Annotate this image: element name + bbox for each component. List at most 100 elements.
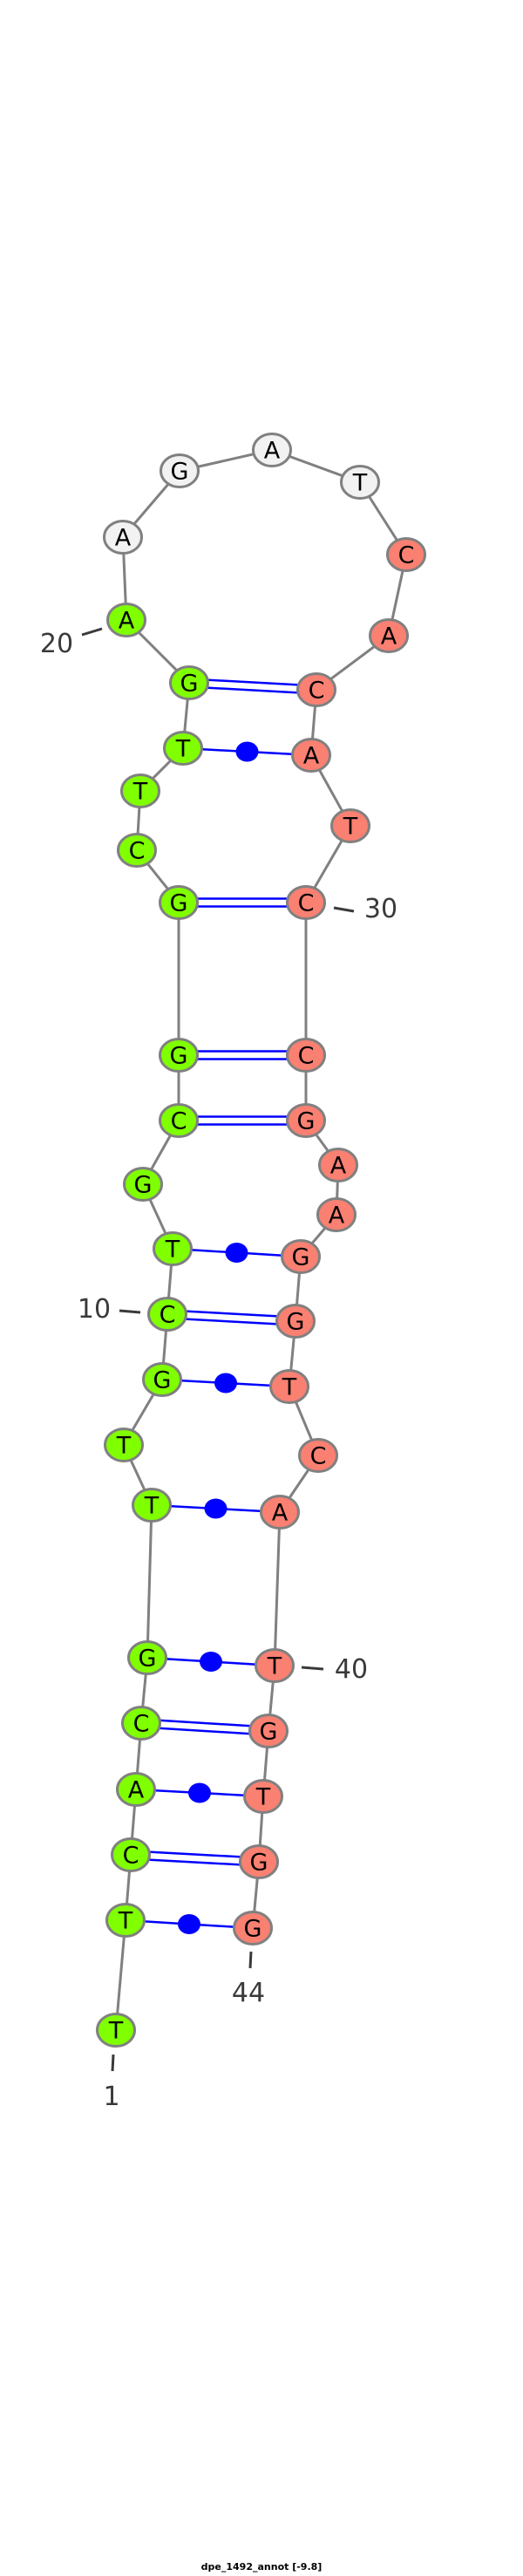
nucleotide-letter: G	[170, 890, 188, 917]
nucleotide-circle	[159, 1038, 199, 1073]
nucleotide-letter: G	[170, 1043, 188, 1070]
nucleotide-letter: T	[255, 1784, 271, 1811]
nucleotide-circle	[239, 1844, 279, 1879]
nucleotide-16: C	[117, 833, 157, 868]
position-tick	[248, 1951, 253, 1969]
nucleotide-circle	[255, 1648, 295, 1683]
nucleotide-letter: G	[134, 1172, 153, 1199]
position-label-30: 30	[364, 894, 397, 924]
backbone-segment	[273, 1511, 282, 1666]
nucleotide-circle	[96, 2013, 136, 2048]
nucleotide-letter: A	[115, 525, 132, 552]
nucleotide-29: T	[330, 808, 370, 843]
nucleotide-letter: G	[244, 1916, 262, 1943]
nucleotide-1: T	[96, 2013, 136, 2048]
nucleotide-letter: G	[292, 1244, 310, 1271]
nucleotide-33: A	[318, 1148, 358, 1182]
nucleotide-32: G	[286, 1103, 326, 1138]
nucleotide-letter: T	[267, 1653, 282, 1680]
nucleotide-18: T	[163, 731, 203, 766]
nucleotide-21: A	[103, 520, 143, 555]
nucleotide-circle	[132, 1488, 172, 1523]
nucleotide-circle	[386, 537, 426, 572]
nucleotide-30: C	[286, 885, 326, 920]
nucleotide-2: T	[105, 1903, 146, 1938]
nucleotide-15: G	[159, 885, 199, 920]
position-label-1: 1	[103, 2082, 119, 2112]
nucleotide-circle	[286, 885, 326, 920]
nucleotide-letter: G	[287, 1309, 305, 1336]
nucleotide-letter: C	[398, 542, 415, 569]
nucleotide-letter: G	[260, 1719, 278, 1746]
nucleotide-circle	[340, 465, 380, 500]
position-label-20: 20	[40, 629, 73, 659]
nucleotide-circle	[286, 1103, 326, 1138]
nucleotide-circle	[121, 1706, 161, 1741]
nucleotide-7: T	[132, 1488, 172, 1523]
nucleotide-letter: A	[272, 1500, 289, 1527]
nucleotide-9: G	[142, 1362, 182, 1397]
nucleotide-letter: A	[264, 438, 281, 465]
nucleotide-letter: A	[330, 1153, 347, 1180]
base-pair-bond	[141, 1718, 269, 1728]
nucleotide-letter: G	[297, 1108, 316, 1135]
nucleotide-44: G	[233, 1911, 273, 1946]
nucleotide-24: T	[340, 465, 380, 500]
nucleotide-circle	[104, 1428, 144, 1462]
base-pair-bond	[167, 1309, 296, 1319]
base-pair-bond	[140, 1726, 268, 1736]
nucleotide-39: A	[260, 1495, 300, 1530]
nucleotide-letter: G	[250, 1850, 268, 1877]
nucleotide-26: A	[369, 618, 409, 653]
nucleotide-38: C	[298, 1438, 338, 1473]
nucleotide-letter: G	[139, 1646, 157, 1673]
nucleotide-circle	[316, 1197, 357, 1232]
nucleotide-circle	[169, 665, 209, 700]
nucleotide-circle	[117, 833, 157, 868]
nucleotide-letter: C	[171, 1108, 187, 1135]
nucleotide-circle	[127, 1640, 167, 1675]
nucleotide-19: G	[169, 665, 209, 700]
nucleotide-circle	[160, 453, 200, 488]
nucleotide-circle	[281, 1239, 321, 1274]
nucleotide-circle	[243, 1779, 283, 1814]
base-pair-bond	[166, 1317, 295, 1326]
nucleotide-letter: C	[298, 1043, 315, 1070]
position-tick	[81, 627, 103, 637]
nucleotide-12: G	[123, 1167, 163, 1202]
nucleotide-circle	[318, 1148, 358, 1182]
nucleotide-letter: T	[144, 1493, 160, 1520]
wobble-pair-dot	[235, 741, 259, 762]
nucleotide-circle	[142, 1362, 182, 1397]
nucleotide-letter: T	[343, 814, 358, 841]
nucleotide-13: C	[159, 1103, 199, 1138]
nucleotide-circle	[147, 1297, 187, 1332]
nucleotide-circle	[330, 808, 370, 843]
nucleotide-circle	[298, 1438, 338, 1473]
nucleotide-letter: T	[132, 779, 148, 806]
nucleotide-31: C	[286, 1038, 326, 1073]
diagram-title: dpe_1492_annot [-9.8]	[200, 2561, 323, 2573]
position-label-44: 44	[232, 1978, 265, 2008]
base-pair-bond	[188, 685, 316, 695]
base-pair-bond	[130, 1857, 259, 1867]
nucleotide-letter: C	[310, 1443, 327, 1470]
backbone-segment	[114, 1919, 127, 2031]
nucleotide-circle	[120, 773, 160, 808]
nucleotide-8: T	[104, 1428, 144, 1462]
nucleotide-letter: C	[298, 890, 315, 917]
nucleotide-6: G	[127, 1640, 167, 1675]
nucleotide-letter: T	[116, 1433, 132, 1460]
nucleotide-27: C	[296, 672, 336, 707]
wobble-pair-dot	[200, 1652, 222, 1672]
nucleotide-letter: C	[129, 838, 146, 865]
nucleotide-circle	[260, 1495, 300, 1530]
position-tick	[301, 1666, 324, 1671]
nucleotide-circle	[159, 885, 199, 920]
nucleotide-circle	[163, 731, 203, 766]
nucleotide-22: G	[160, 453, 200, 488]
nucleotide-letter: A	[381, 624, 397, 651]
nucleotide-circle	[103, 520, 143, 555]
nucleotide-circle	[153, 1231, 193, 1266]
